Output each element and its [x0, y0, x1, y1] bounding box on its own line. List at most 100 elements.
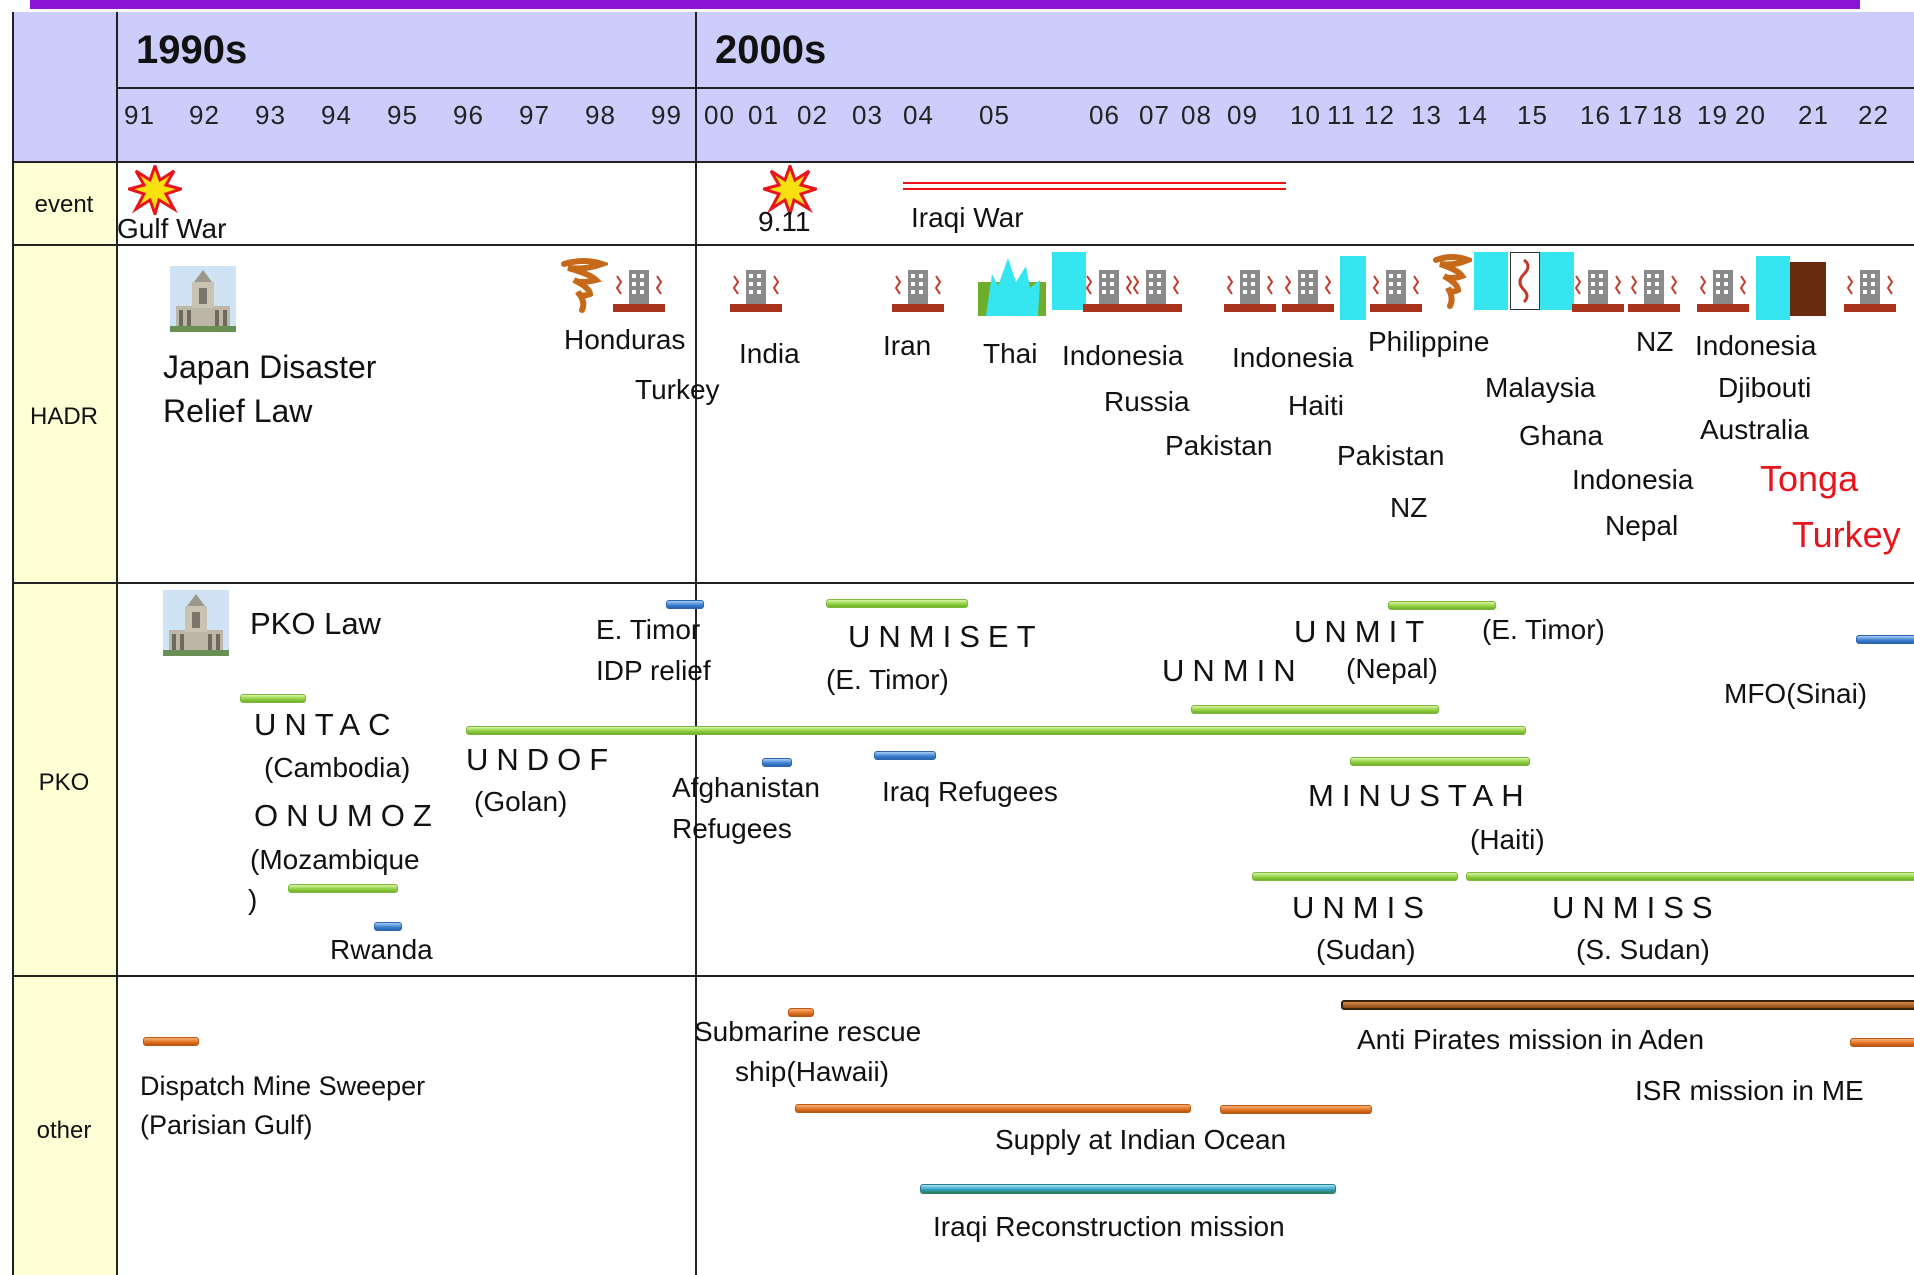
grid-line [12, 244, 1914, 246]
hadr-indonesia: Indonesia [1062, 340, 1184, 371]
pko-law: PKO Law [250, 606, 381, 641]
year-label: 20 [1735, 100, 1766, 130]
pko-bar-mfo [1856, 635, 1914, 644]
other-supply: Supply at Indian Ocean [995, 1124, 1287, 1155]
event-9-11: 9.11 [758, 206, 811, 237]
hadr-pakistan: Pakistan [1337, 440, 1445, 471]
decade-1990s: 1990s [136, 28, 248, 72]
pko-unmiset-sub: (E. Timor) [826, 664, 949, 695]
flood-icon [1052, 252, 1086, 310]
grid-line [695, 12, 697, 1275]
pko-bar-undof [466, 726, 1526, 735]
pko-bar-unmin [1191, 705, 1439, 714]
hadr-law-line2: Relief Law [163, 393, 313, 429]
collapsed-building-icon [1130, 270, 1182, 312]
year-label: 11 [1327, 100, 1356, 130]
pko-undof-sub: (Golan) [474, 786, 568, 817]
year-label: 08 [1181, 100, 1212, 130]
title-accent-bar [30, 0, 1860, 9]
pko-bar-untac [240, 694, 306, 703]
pko-onumoz-sub: (Mozambique [250, 844, 420, 875]
other-minesweeper-2: (Parisian Gulf) [140, 1110, 313, 1140]
year-label: 06 [1089, 100, 1120, 130]
pko-bar-afghan-refugees [762, 758, 792, 767]
collapsed-building-icon [892, 270, 944, 312]
year-label: 13 [1411, 100, 1442, 130]
hadr-indonesia: Indonesia [1572, 464, 1694, 495]
hadr-djibouti: Djibouti [1718, 372, 1812, 403]
year-label: 14 [1457, 100, 1488, 130]
pko-unmiss: UNMISS [1552, 890, 1721, 925]
hadr-iran: Iran [883, 330, 932, 361]
row-label-event: event [34, 191, 94, 218]
explosion-icon [763, 165, 817, 215]
year-label: 19 [1697, 100, 1728, 130]
other-bar-isr [1850, 1038, 1914, 1047]
other-bar-submarine [788, 1008, 814, 1017]
year-label: 97 [519, 100, 550, 130]
hadr-turkey-highlight: Turkey [1792, 514, 1901, 555]
year-label: 05 [979, 100, 1010, 130]
hadr-turkey: Turkey [635, 374, 720, 405]
pko-untac: UNTAC [254, 707, 399, 742]
pko-untac-sub: (Cambodia) [264, 752, 411, 783]
pko-undof: UNDOF [466, 742, 617, 777]
row-label-other: other [36, 1117, 92, 1144]
year-label: 02 [797, 100, 828, 130]
hadr-indonesia: Indonesia [1232, 342, 1354, 373]
year-label: 01 [748, 100, 779, 130]
year-label: 00 [704, 100, 735, 130]
pko-bar-onumoz [288, 884, 398, 893]
iraqi-war-duration-line [903, 188, 1286, 190]
pko-bar-unmiss [1466, 872, 1914, 881]
collapsed-building-icon [1844, 270, 1896, 312]
hadr-malaysia: Malaysia [1485, 372, 1596, 403]
pko-idp-relief: IDP relief [596, 655, 711, 686]
year-label: 96 [453, 100, 484, 130]
year-label: 95 [387, 100, 418, 130]
pko-unmiss-sub: (S. Sudan) [1576, 934, 1710, 965]
year-label: 03 [852, 100, 883, 130]
other-isr: ISR mission in ME [1635, 1075, 1864, 1106]
pko-onumoz: ONUMOZ [254, 798, 440, 833]
year-label: 12 [1364, 100, 1395, 130]
year-label: 91 [124, 100, 155, 130]
year-label: 22 [1858, 100, 1889, 130]
year-label: 04 [903, 100, 934, 130]
collapsed-building-icon [1282, 270, 1334, 312]
pko-unmis-sub: (Sudan) [1316, 934, 1416, 965]
grid-line [116, 12, 118, 1275]
explosion-icon [128, 165, 182, 215]
pko-minustah: MINUSTAH [1308, 778, 1532, 813]
pko-unmit: UNMIT [1294, 614, 1433, 649]
pko-rwanda: Rwanda [330, 934, 433, 965]
year-label: 98 [585, 100, 616, 130]
hadr-nz: NZ [1636, 326, 1674, 357]
hadr-ghana: Ghana [1519, 420, 1604, 451]
other-anti-pirates: Anti Pirates mission in Aden [1357, 1024, 1705, 1055]
hadr-nepal: Nepal [1605, 510, 1679, 541]
grid-line [12, 582, 1914, 584]
pko-bar-rwanda [374, 922, 402, 931]
flood-icon [1340, 256, 1366, 320]
grid-line [12, 975, 1914, 977]
year-label: 16 [1580, 100, 1611, 130]
pko-bar-unmiset [826, 599, 968, 608]
pko-bar-unmit [1388, 601, 1496, 610]
other-bar-minesweeper [143, 1037, 199, 1046]
other-bar-anti-pirates [1341, 1000, 1914, 1010]
pko-minustah-sub: (Haiti) [1470, 824, 1545, 855]
year-label: 15 [1517, 100, 1548, 130]
other-submarine-2: ship(Hawaii) [735, 1056, 890, 1087]
grid-line [12, 12, 14, 1275]
pko-onumoz-close: ) [248, 884, 258, 915]
hadr-law-line1: Japan Disaster [163, 349, 377, 385]
pko-bar-e-timor-idp [666, 600, 704, 609]
year-label: 18 [1652, 100, 1683, 130]
collapsed-building-icon [1224, 270, 1276, 312]
year-label: 94 [321, 100, 352, 130]
event-gulf-war: Gulf War [117, 213, 227, 244]
pko-unmin: UNMIN [1162, 653, 1304, 688]
hadr-indonesia: Indonesia [1695, 330, 1817, 361]
collapsed-building-icon [613, 270, 665, 312]
